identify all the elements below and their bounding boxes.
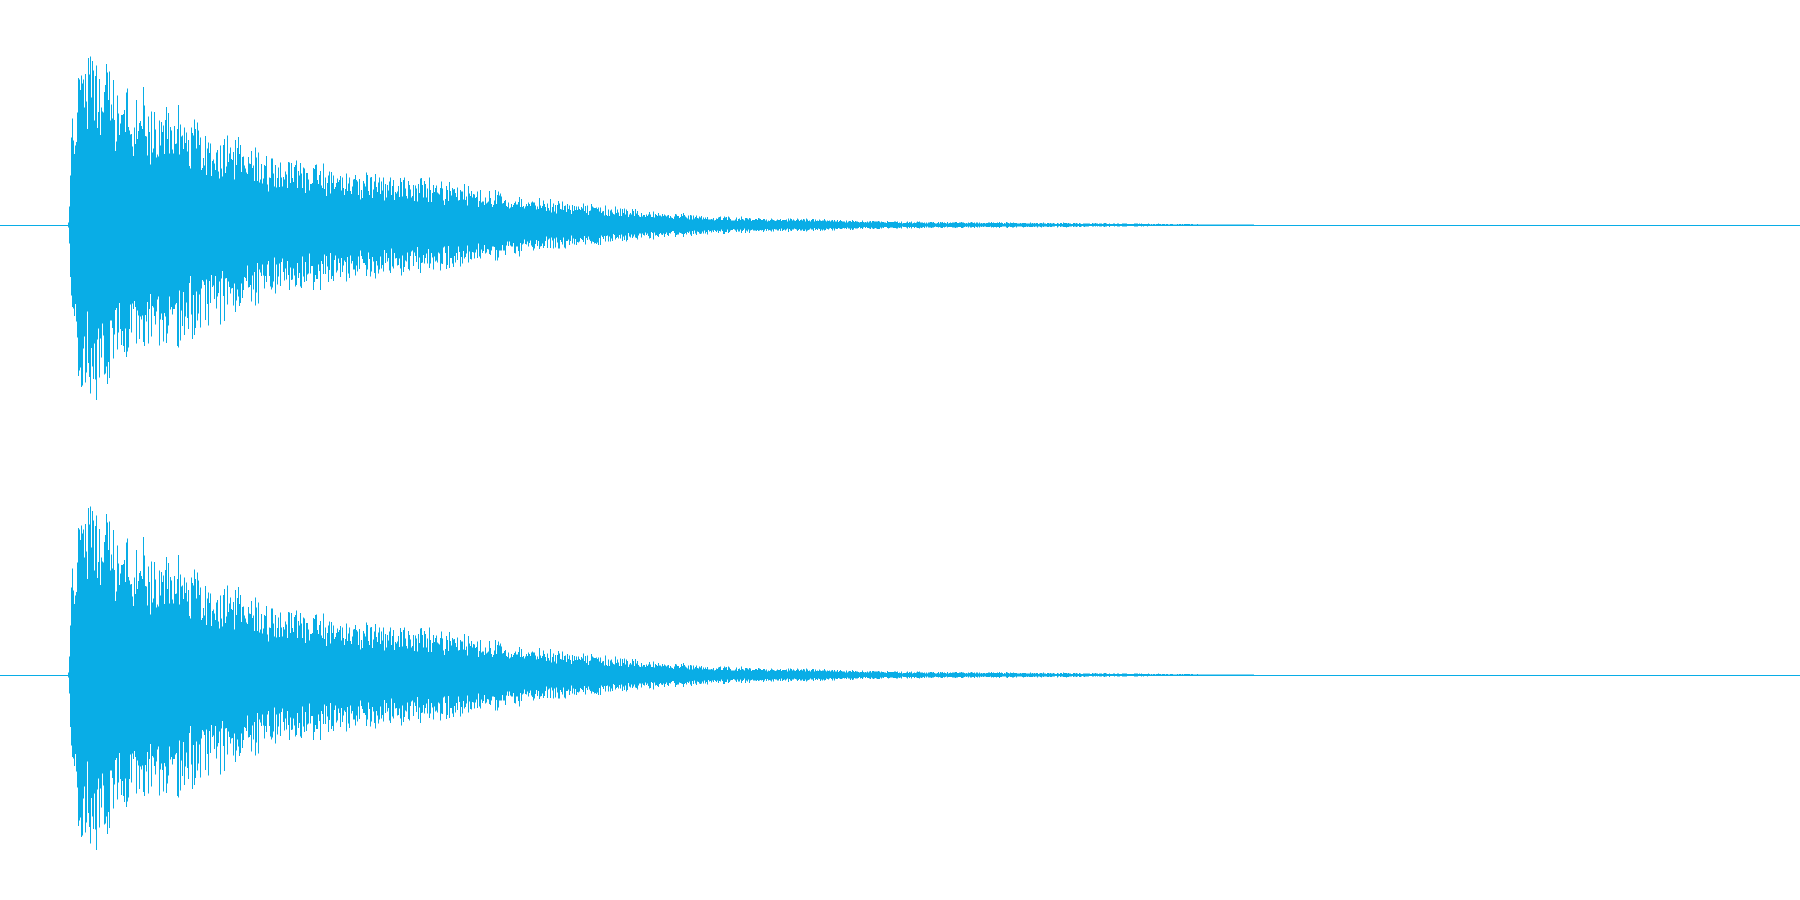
channel-1 bbox=[0, 56, 1800, 401]
waveform-channels bbox=[0, 56, 1800, 851]
channel-2-waveform bbox=[68, 506, 1254, 851]
channel-1-waveform bbox=[68, 56, 1254, 401]
channel-2 bbox=[0, 506, 1800, 851]
